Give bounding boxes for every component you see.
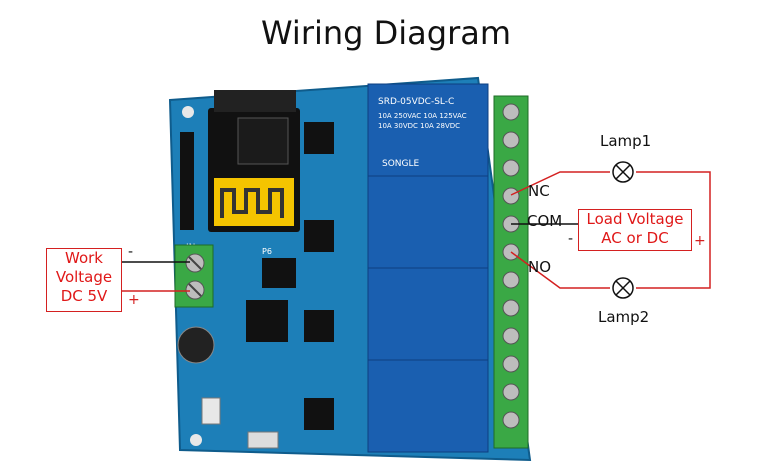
- optocoupler: [304, 122, 334, 154]
- diagram-title: Wiring Diagram: [260, 14, 512, 52]
- optocoupler: [304, 310, 334, 342]
- wifi-module: [208, 90, 300, 232]
- lamp2-icon: [612, 277, 634, 299]
- relay-1: [367, 83, 489, 177]
- load-voltage-line: Load Voltage: [586, 210, 684, 228]
- load-voltage-line: AC or DC: [601, 228, 669, 247]
- contact-nc-label: NC: [528, 182, 550, 200]
- wire-nc: [510, 171, 610, 196]
- load-minus-sign: -: [568, 231, 574, 247]
- pin-header: [180, 132, 194, 230]
- button-s2: [247, 431, 279, 449]
- relay-rating: 10A 250VAC 10A 125VAC: [378, 112, 467, 120]
- work-voltage-line: Voltage: [55, 267, 113, 286]
- work-voltage-box: Work Voltage DC 5V: [46, 248, 122, 312]
- relay-model: SRD-05VDC-SL-C: [378, 97, 454, 107]
- contact-com-label: COM: [527, 212, 563, 230]
- capacitor: [177, 326, 215, 364]
- lamp1-label: Lamp1: [600, 132, 652, 150]
- load-plus-sign: +: [694, 233, 706, 249]
- relay-4: [367, 359, 489, 453]
- board-label-p6: P6: [262, 247, 272, 256]
- work-minus-sign: -: [128, 244, 134, 260]
- ic-chip: [246, 300, 288, 342]
- wire-lamp1: [636, 171, 711, 289]
- lamp1-icon: [612, 161, 634, 183]
- lamp2-label: Lamp2: [598, 308, 650, 326]
- contact-no-label: NO: [528, 258, 552, 276]
- work-plus-sign: +: [128, 292, 140, 308]
- output-terminal-block: [493, 95, 529, 449]
- mount-hole: [182, 106, 194, 118]
- relay-3: [367, 267, 489, 361]
- work-voltage-line: DC 5V: [60, 286, 108, 305]
- mount-hole: [190, 434, 202, 446]
- wire-no: [510, 251, 610, 289]
- optocoupler: [304, 220, 334, 252]
- work-voltage-line: Work: [65, 249, 103, 267]
- relay-rating: 10A 30VDC 10A 28VDC: [378, 122, 460, 130]
- load-voltage-box: Load Voltage AC or DC: [578, 209, 692, 251]
- optocoupler: [304, 398, 334, 430]
- relay-brand: SONGLE: [382, 159, 420, 169]
- button-s1: [201, 397, 221, 425]
- relay-2: [367, 175, 489, 269]
- jumper-header: [262, 258, 296, 288]
- input-terminal-block: [174, 244, 214, 308]
